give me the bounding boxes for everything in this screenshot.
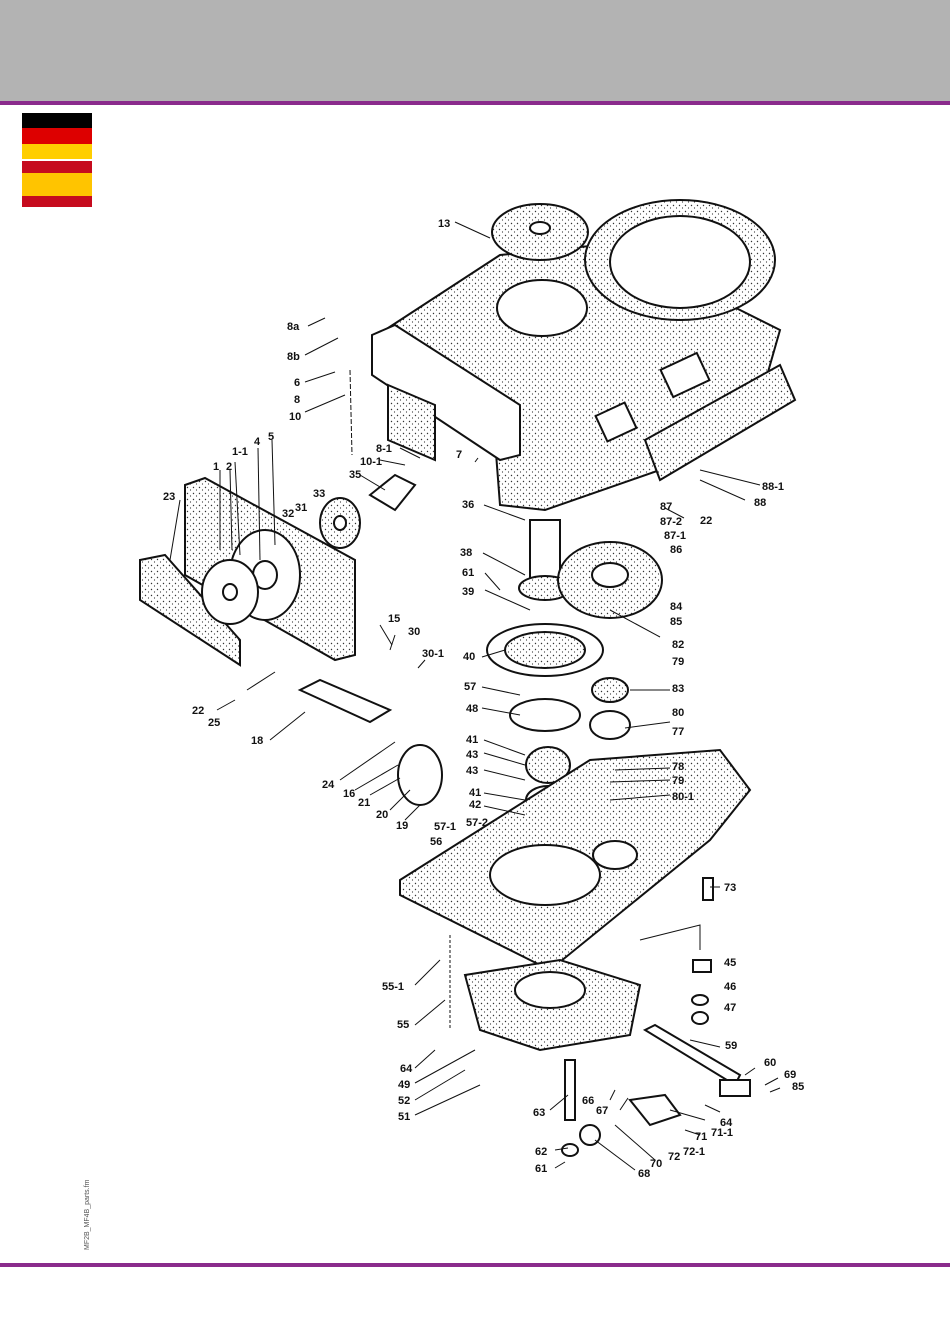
callout-59: 59 (725, 1040, 737, 1052)
callout-72: 72 (668, 1151, 680, 1163)
callout-48: 48 (466, 703, 478, 715)
callout-88: 88 (754, 497, 766, 509)
callout-18: 18 (251, 735, 263, 747)
gearbox-cover (140, 478, 355, 665)
callout-36: 36 (462, 499, 474, 511)
callout-20: 20 (376, 809, 388, 821)
callout-71-1: 71-1 (711, 1127, 733, 1139)
callout-87-2: 87-2 (660, 516, 682, 528)
callout-70: 70 (650, 1158, 662, 1170)
callout-45: 45 (724, 957, 736, 969)
callout-1-1: 1-1 (232, 446, 248, 458)
callout-62: 62 (535, 1146, 547, 1158)
callout-72-1: 72-1 (683, 1146, 705, 1158)
callout-52: 52 (398, 1095, 410, 1107)
callout-31: 31 (295, 502, 307, 514)
callout-22a: 22 (700, 515, 712, 527)
callout-77: 77 (672, 726, 684, 738)
callout-43a: 43 (466, 749, 478, 761)
callout-73: 73 (724, 882, 736, 894)
callout-47: 47 (724, 1002, 736, 1014)
callout-51: 51 (398, 1111, 410, 1123)
callout-57-2: 57-2 (466, 817, 488, 829)
callout-88-1: 88-1 (762, 481, 784, 493)
callout-80: 80 (672, 707, 684, 719)
callout-84a: 84 (670, 601, 683, 613)
callout-42: 42 (469, 799, 481, 811)
callout-30: 30 (408, 626, 420, 638)
callout-15: 15 (388, 613, 400, 625)
file-label: MF2B_MF4B_parts.fm (84, 1180, 91, 1250)
callout-10: 10 (289, 411, 301, 423)
callout-56: 56 (430, 836, 442, 848)
callout-8: 8 (294, 394, 300, 406)
callout-83: 83 (672, 683, 684, 695)
callout-2: 2 (226, 461, 232, 473)
callout-64a: 64 (400, 1063, 413, 1075)
callout-7: 7 (456, 449, 462, 461)
callout-1: 1 (213, 461, 219, 473)
callout-25: 25 (208, 717, 220, 729)
callout-66: 66 (582, 1095, 594, 1107)
callout-57: 57 (464, 681, 476, 693)
callout-57-1: 57-1 (434, 821, 456, 833)
callout-4: 4 (254, 436, 261, 448)
callout-79a: 79 (672, 656, 684, 668)
callout-33: 33 (313, 488, 325, 500)
callout-32: 32 (282, 508, 294, 520)
callout-41a: 41 (466, 734, 478, 746)
callout-71: 71 (695, 1131, 707, 1143)
callout-5: 5 (268, 431, 274, 443)
callout-30-1: 30-1 (422, 648, 444, 660)
callout-61: 61 (462, 567, 474, 579)
callout-80-1: 80-1 (672, 791, 694, 803)
callout-85a: 85 (670, 616, 682, 628)
small-gear (320, 475, 415, 548)
callout-87-1: 87-1 (664, 530, 686, 542)
callout-61b: 61 (535, 1163, 547, 1175)
callout-86: 86 (670, 544, 682, 556)
callout-46: 46 (724, 981, 736, 993)
callout-79b: 79 (672, 775, 684, 787)
base-plate (400, 750, 750, 970)
callout-82: 82 (672, 639, 684, 651)
callout-23: 23 (163, 491, 175, 503)
callout-6: 6 (294, 377, 300, 389)
callout-87: 87 (660, 501, 672, 513)
callout-19: 19 (396, 820, 408, 832)
bolt-73 (703, 878, 713, 900)
chain (350, 370, 352, 455)
footer-rule (0, 1263, 950, 1267)
callout-55-1: 55-1 (382, 981, 404, 993)
callout-69: 69 (784, 1069, 796, 1081)
callout-63: 63 (533, 1107, 545, 1119)
callout-85b: 85 (792, 1081, 804, 1093)
callout-16: 16 (343, 788, 355, 800)
callout-38: 38 (460, 547, 472, 559)
callout-21: 21 (358, 797, 370, 809)
callout-8-1: 8-1 (376, 443, 392, 455)
callout-40: 40 (463, 651, 475, 663)
callout-10-1: 10-1 (360, 456, 382, 468)
callout-8b: 8b (287, 351, 300, 363)
callout-78: 78 (672, 761, 684, 773)
callout-22b: 22 (192, 705, 204, 717)
callout-60: 60 (764, 1057, 776, 1069)
callout-13: 13 (438, 218, 450, 230)
callout-55: 55 (397, 1019, 409, 1031)
bolt-45 (692, 960, 711, 1024)
callout-41b: 41 (469, 787, 481, 799)
callout-35: 35 (349, 469, 361, 481)
quill-housing (465, 960, 640, 1050)
headstock-housing (372, 200, 795, 510)
callout-67: 67 (596, 1105, 608, 1117)
callout-39: 39 (462, 586, 474, 598)
callout-68: 68 (638, 1168, 650, 1180)
callout-24: 24 (322, 779, 335, 791)
callout-43b: 43 (466, 765, 478, 777)
callout-8a: 8a (287, 321, 300, 333)
callout-49: 49 (398, 1079, 410, 1091)
